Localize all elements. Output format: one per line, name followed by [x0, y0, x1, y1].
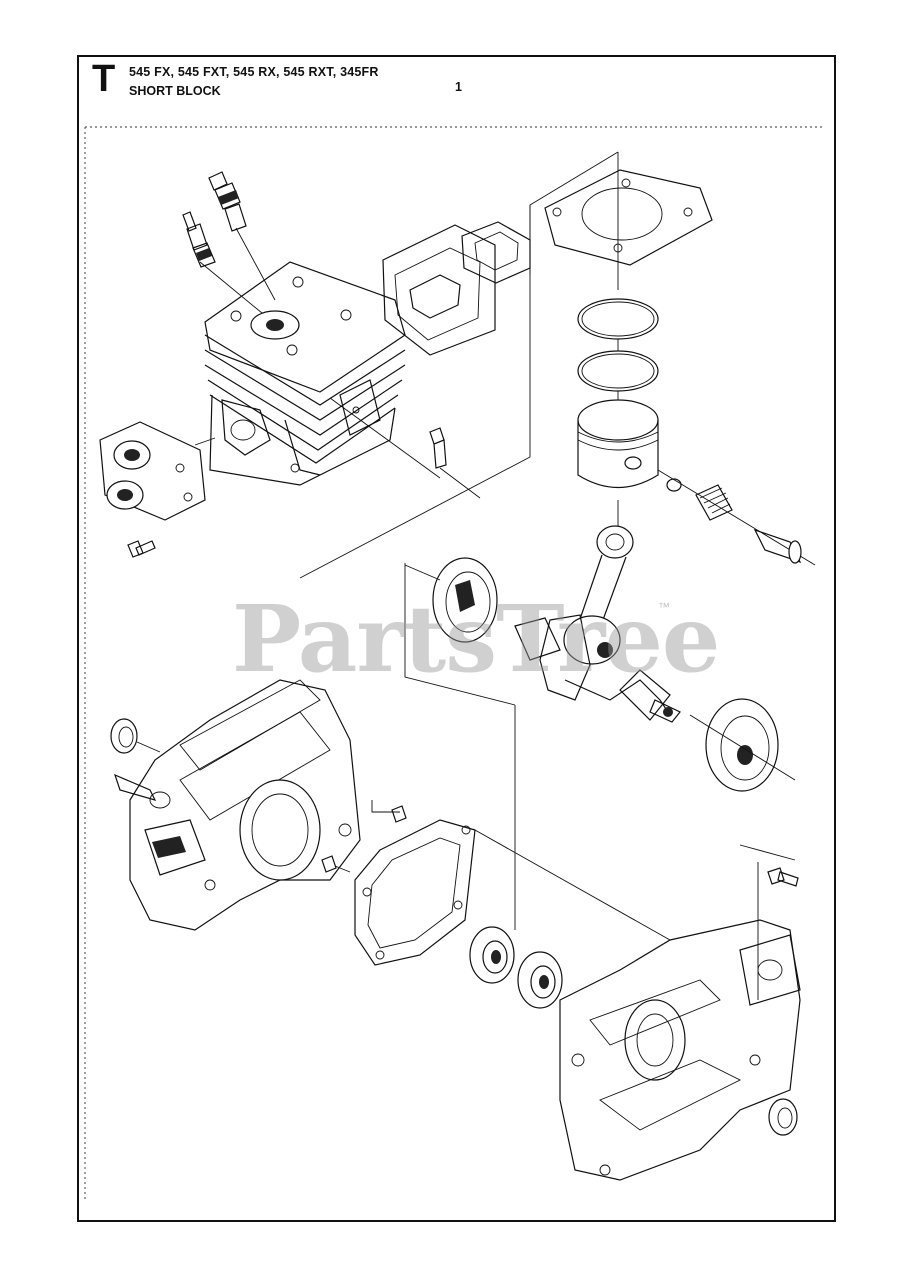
- guide-pin: [321, 855, 337, 873]
- muffler-gasket: [382, 221, 531, 356]
- ball-bearing: [469, 926, 515, 984]
- oil-seal: [110, 718, 138, 754]
- needle-bearing: [695, 484, 733, 521]
- screw: [127, 540, 156, 558]
- piston-ring: [577, 298, 659, 340]
- page-frame: [77, 55, 836, 1222]
- oil-seal: [768, 1098, 798, 1136]
- page-number: 1: [455, 80, 462, 94]
- diagram-title: SHORT BLOCK: [129, 84, 221, 98]
- crankcase-gasket: [354, 819, 476, 966]
- crankcase-left: [114, 679, 361, 931]
- model-list: 545 FX, 545 FXT, 545 RX, 545 RXT, 345FR: [129, 65, 379, 79]
- intake-flange: [99, 421, 206, 521]
- circlip: [666, 478, 682, 492]
- flywheel-side-washer: [432, 557, 498, 643]
- screw: [429, 427, 447, 469]
- watermark-trademark: ™: [658, 600, 670, 614]
- connecting-rod: [563, 525, 634, 665]
- section-letter: T: [92, 58, 116, 100]
- spark-plug: [182, 211, 216, 268]
- piston-pin: [753, 528, 802, 564]
- screw: [767, 867, 799, 887]
- crankcase-right: [559, 919, 801, 1181]
- crankshaft: [514, 614, 681, 723]
- cylinder: [204, 261, 406, 486]
- cylinder-gasket: [544, 169, 713, 266]
- ball-bearing: [517, 951, 563, 1009]
- piston-ring: [577, 350, 659, 392]
- watermark-text: PartsTree: [232, 585, 720, 693]
- piston: [577, 399, 659, 489]
- guide-pin: [391, 805, 407, 823]
- decompression-valve: [208, 171, 247, 232]
- flywheel-side-washer: [705, 698, 779, 792]
